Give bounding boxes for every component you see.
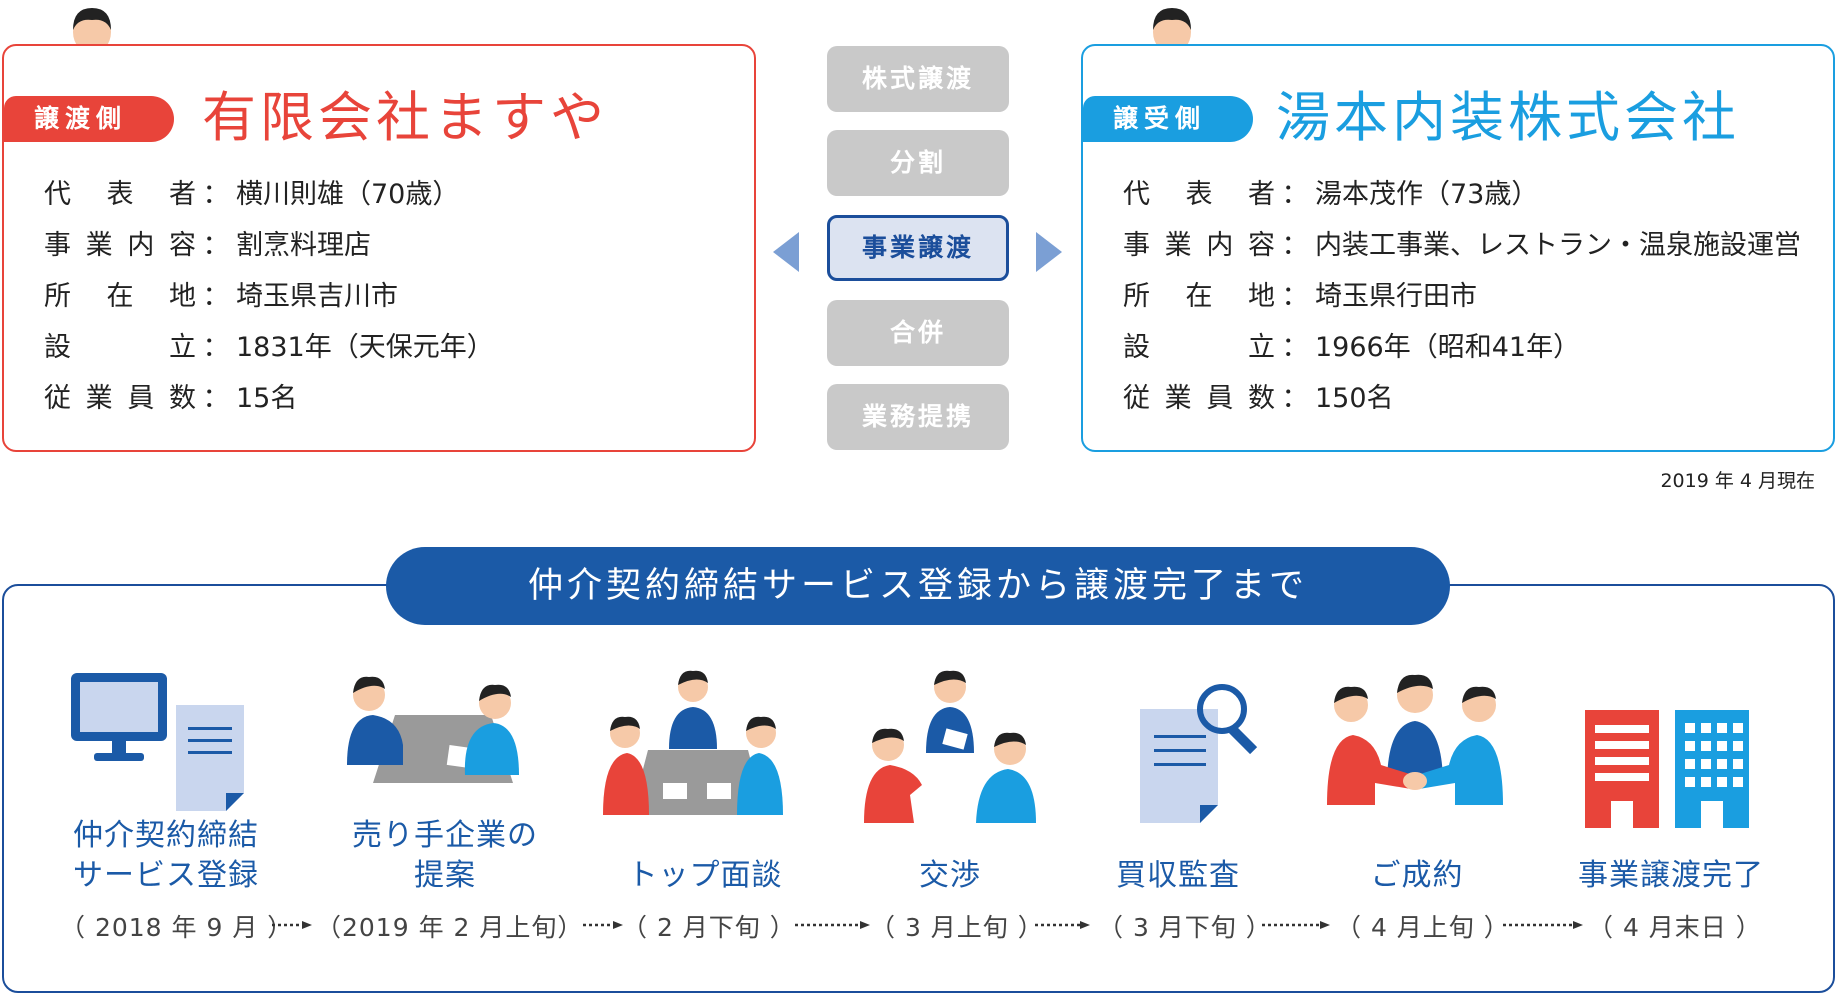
step-date: （ 2018 年 9 月 ） — [60, 913, 294, 942]
info-value: 埼玉県行田市 — [1315, 281, 1477, 312]
seller-role-tag: 譲渡側 — [4, 96, 174, 142]
arrow-left-icon — [773, 232, 799, 272]
scheme-share-transfer: 株式譲渡 — [827, 46, 1009, 112]
info-row: 所在地 ： 埼玉県吉川市 — [44, 268, 494, 319]
info-row: 設立 ： 1966年（昭和41年） — [1123, 319, 1801, 370]
info-value: 湯本茂作（73歳） — [1315, 179, 1539, 210]
info-key: 事業内容 — [44, 230, 196, 261]
step-label: 事業譲渡完了 — [1578, 858, 1764, 893]
scheme-business-transfer: 事業譲渡 — [827, 215, 1009, 281]
step-date: （ 4 月上旬 ） — [1336, 913, 1510, 942]
info-row: 代表者 ： 湯本茂作（73歳） — [1123, 166, 1801, 217]
buyer-company-name: 湯本内装株式会社 — [1276, 86, 1740, 149]
info-row: 事業内容 ： 割烹料理店 — [44, 217, 494, 268]
info-row: 事業内容 ： 内装工事業、レストラン・温泉施設運営 — [1123, 217, 1801, 268]
dotted-arrow-icon — [272, 921, 312, 929]
info-value: 15名 — [236, 383, 298, 414]
step-label: 仲介契約締結 — [73, 818, 259, 853]
top-meeting-icon — [603, 670, 783, 815]
step-date: （ 3 月上旬 ） — [870, 913, 1044, 942]
info-key: 所在地 — [44, 281, 196, 312]
info-key: 従業員数 — [44, 383, 196, 414]
info-row: 代表者 ： 横川則雄（70歳） — [44, 166, 494, 217]
step-date: （ 4 月末日 ） — [1588, 913, 1762, 942]
computer-document-icon — [71, 673, 244, 811]
info-row: 所在地 ： 埼玉県行田市 — [1123, 268, 1801, 319]
step-label: 買収監査 — [1116, 858, 1240, 893]
meeting-icon — [347, 676, 519, 783]
info-row: 従業員数 ： 15名 — [44, 370, 494, 421]
info-value: 埼玉県吉川市 — [236, 281, 398, 312]
step-date: （ 2 月下旬 ） — [622, 913, 796, 942]
scheme-split: 分割 — [827, 130, 1009, 196]
step-date: （2019 年 2 月上旬） — [316, 913, 584, 942]
seller-card: 譲渡側 有限会社ますや 代表者 ： 横川則雄（70歳） 事業内容 ： 割烹料理店… — [2, 44, 756, 452]
dotted-arrow-icon — [583, 921, 623, 929]
info-value: 横川則雄（70歳） — [236, 179, 460, 210]
info-value: 150名 — [1315, 383, 1394, 414]
step-date: （ 3 月下旬 ） — [1098, 913, 1272, 942]
scheme-merger: 合併 — [827, 300, 1009, 366]
dotted-arrow-icon — [1035, 921, 1090, 929]
info-value: 1831年（天保元年） — [236, 332, 494, 363]
info-key: 設立 — [44, 332, 196, 363]
step-label: ご成約 — [1370, 858, 1464, 893]
dotted-arrow-icon — [1262, 921, 1330, 929]
info-value: 割烹料理店 — [236, 230, 371, 261]
info-key: 設立 — [1123, 332, 1275, 363]
info-key: 代表者 — [44, 179, 196, 210]
dotted-arrow-icon — [795, 921, 870, 929]
info-row: 設立 ： 1831年（天保元年） — [44, 319, 494, 370]
info-key: 代表者 — [1123, 179, 1275, 210]
buyer-info: 代表者 ： 湯本茂作（73歳） 事業内容 ： 内装工事業、レストラン・温泉施設運… — [1123, 166, 1801, 421]
step-label: 交渉 — [919, 858, 981, 893]
info-value: 内装工事業、レストラン・温泉施設運営 — [1315, 230, 1801, 261]
info-key: 従業員数 — [1123, 383, 1275, 414]
step-label: トップ面談 — [627, 858, 783, 893]
info-key: 所在地 — [1123, 281, 1275, 312]
seller-company-name: 有限会社ますや — [202, 86, 608, 149]
info-key: 事業内容 — [1123, 230, 1275, 261]
negotiation-icon — [864, 670, 1036, 823]
buyer-card: 譲受側 湯本内装株式会社 代表者 ： 湯本茂作（73歳） 事業内容 ： 内装工事… — [1081, 44, 1835, 452]
flow-title: 仲介契約締結サービス登録から譲渡完了まで — [386, 547, 1450, 625]
seller-info: 代表者 ： 横川則雄（70歳） 事業内容 ： 割烹料理店 所在地 ： 埼玉県吉川… — [44, 166, 494, 421]
handshake-icon — [1327, 674, 1503, 805]
buyer-role-tag: 譲受側 — [1083, 96, 1253, 142]
dotted-arrow-icon — [1503, 921, 1583, 929]
info-value: 1966年（昭和41年） — [1315, 332, 1581, 363]
step-label: サービス登録 — [73, 858, 259, 893]
info-row: 従業員数 ： 150名 — [1123, 370, 1801, 421]
step-label: 提案 — [414, 858, 476, 893]
arrow-right-icon — [1036, 232, 1062, 272]
document-search-icon — [1140, 684, 1258, 823]
date-note: 2019 年 4 月現在 — [1660, 470, 1815, 492]
scheme-alliance: 業務提携 — [827, 384, 1009, 450]
buildings-icon — [1585, 710, 1749, 828]
step-label: 売り手企業の — [352, 818, 538, 853]
